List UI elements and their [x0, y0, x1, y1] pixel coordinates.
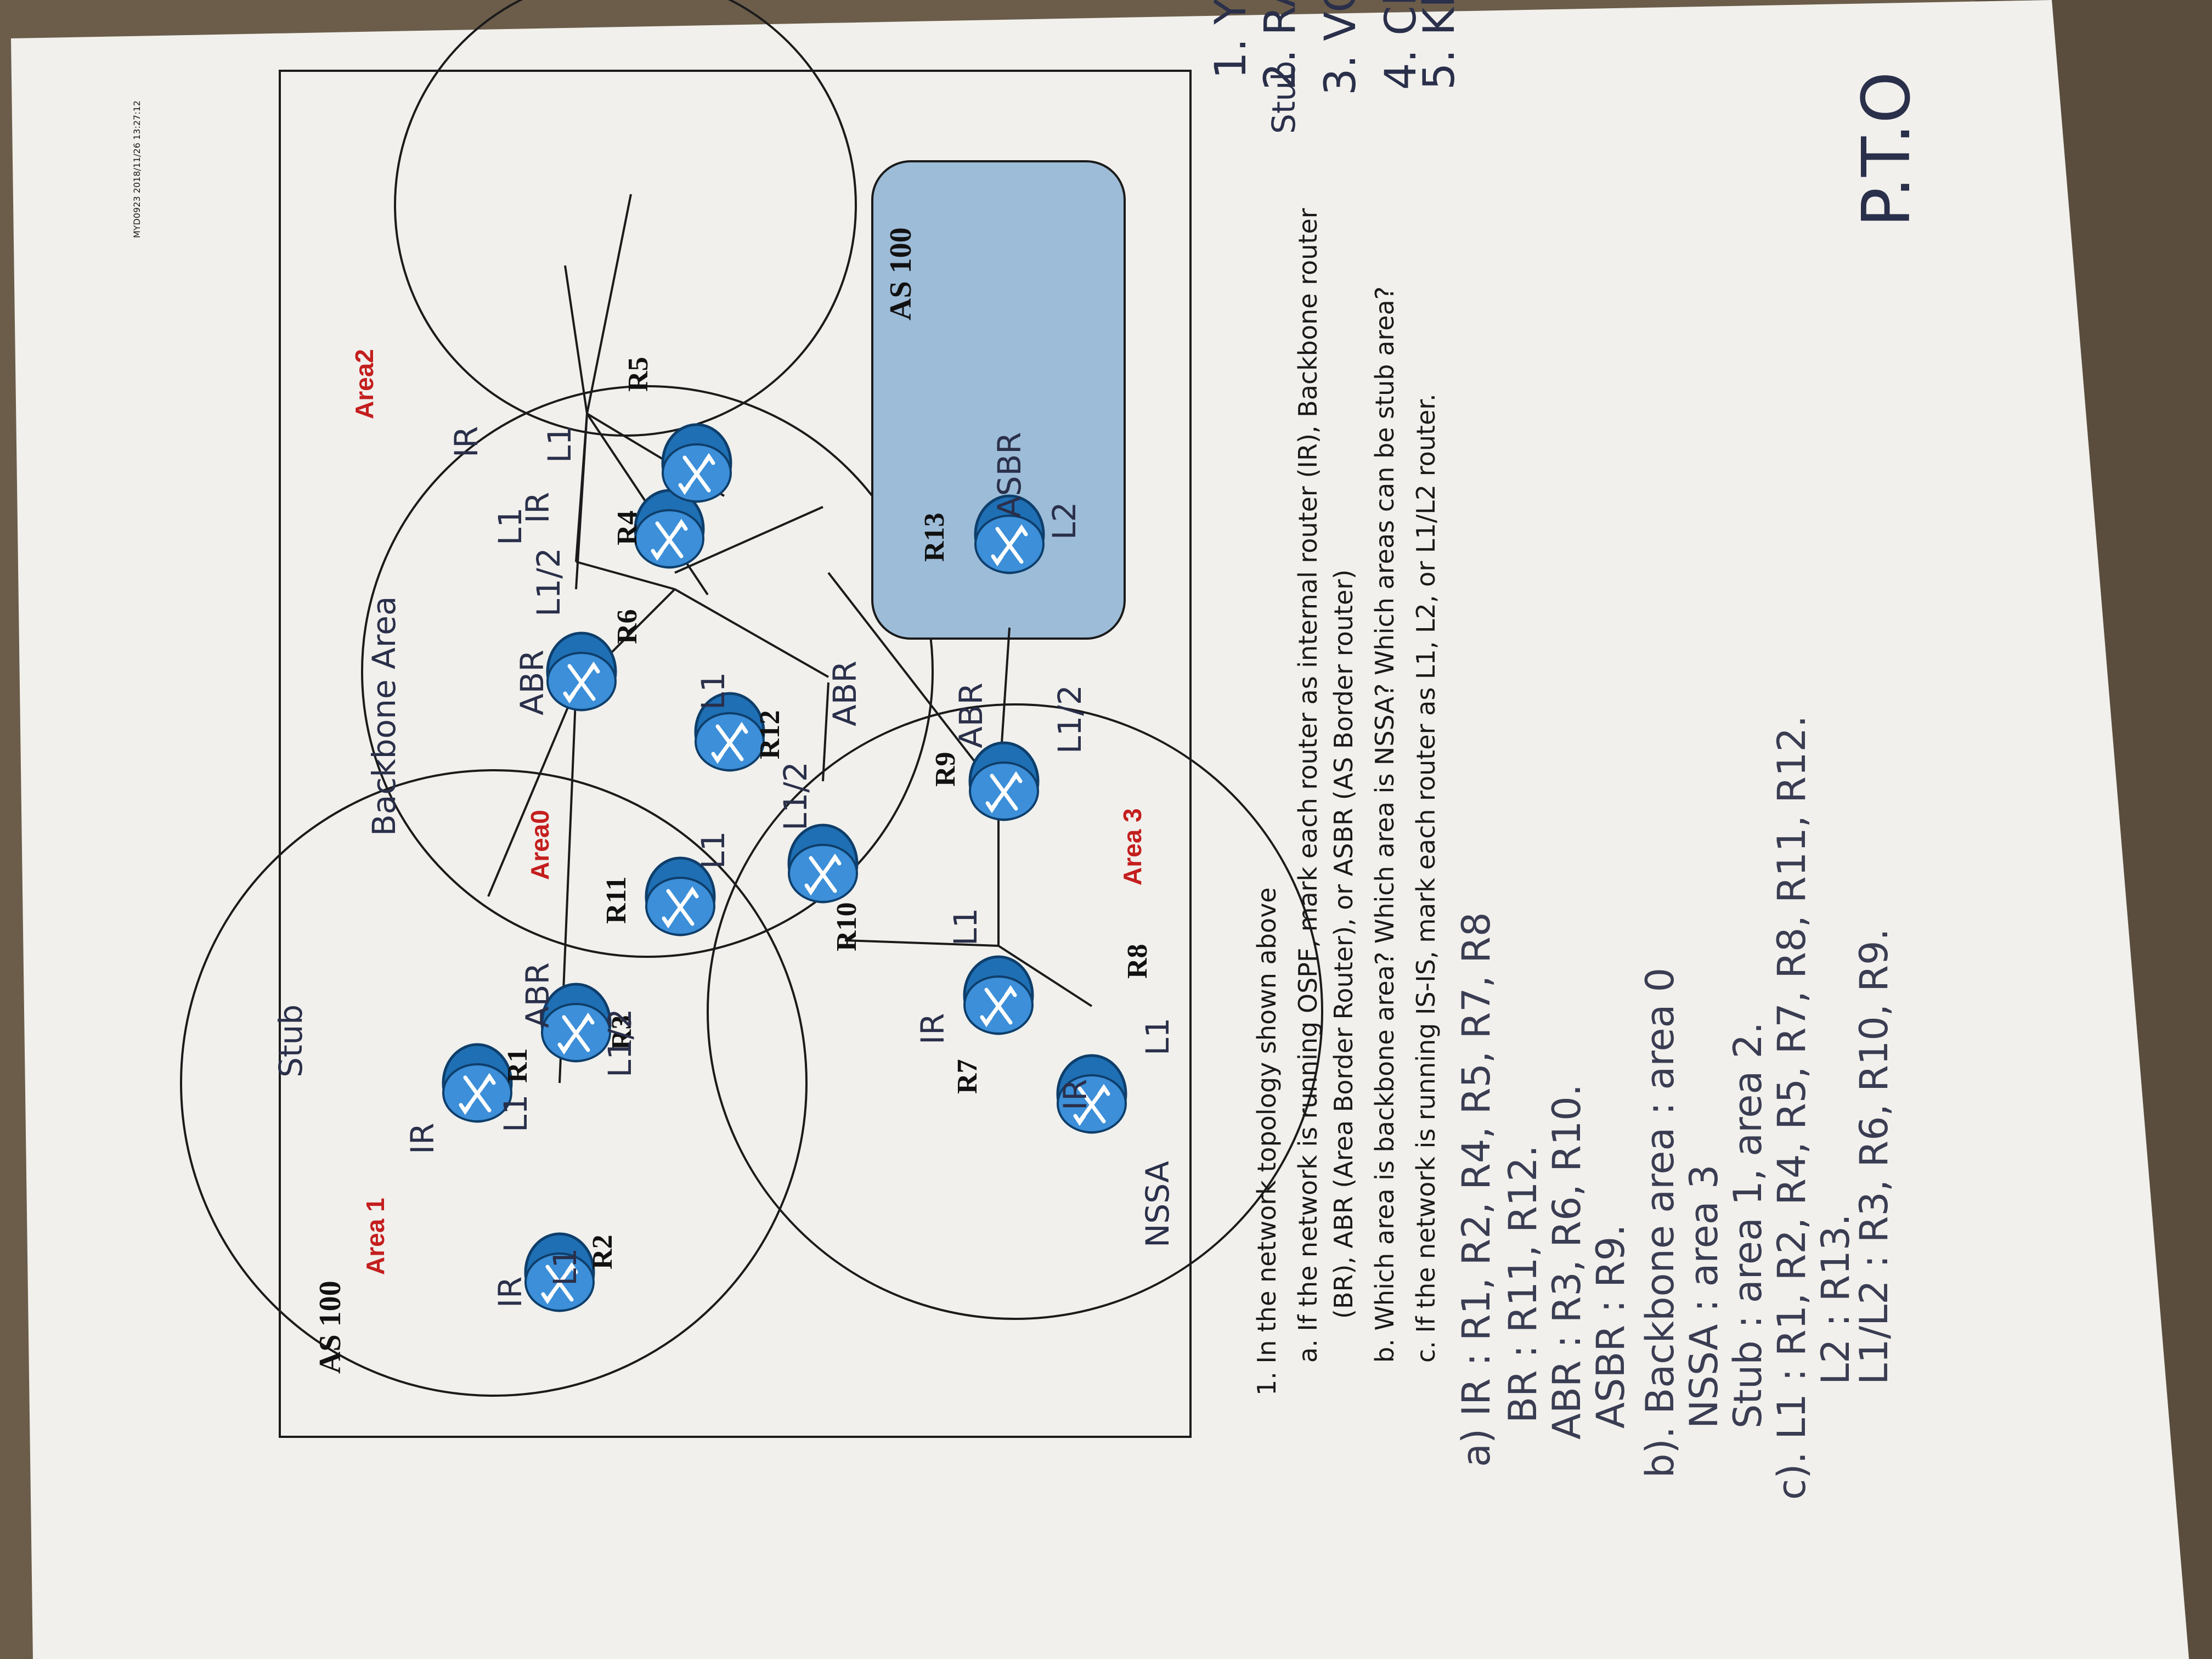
- router-r6: [548, 633, 616, 710]
- answer-abr: ABR : R3, R6, R10.: [1544, 1084, 1589, 1440]
- as100-right-label: AS 100: [884, 227, 918, 320]
- note-l2-r13: L2: [1046, 502, 1083, 540]
- as100-left-label: AS 100: [313, 1280, 347, 1374]
- answer-asbr: ASBR : R9.: [1588, 1224, 1633, 1429]
- answer-l12: L1/L2 : R3, R6, R10, R9.: [1852, 928, 1897, 1385]
- student-names: 1. YUNNAM NARENDRA BABU - 1502011253 2. …: [1206, 0, 1464, 95]
- label-r10: R10: [831, 902, 862, 951]
- area0-label: Area0: [526, 810, 554, 880]
- note-stub-area2: Stub.: [1265, 50, 1302, 134]
- name-1: 1. YUNNAM NARENDRA BABU - 1502011253: [1206, 0, 1256, 79]
- note-nssa: NSSA: [1139, 1161, 1176, 1248]
- note-backbone: Backbone Area: [365, 596, 403, 836]
- router-r11: [646, 858, 714, 935]
- label-r13: R13: [919, 512, 950, 562]
- name-5: 5. Khaja YOUSUFUDDIN - 1502012155: [1415, 0, 1464, 90]
- note-l12-r9: L1/2: [1051, 685, 1088, 754]
- note-l1-r4: L1: [492, 507, 529, 545]
- label-r12: R12: [754, 710, 786, 759]
- note-l12-r6: L1/2: [530, 548, 567, 617]
- note-l12-r3: L1/2: [601, 1008, 639, 1077]
- note-stub-area1: Stub: [272, 1005, 309, 1077]
- label-r6: R6: [612, 609, 643, 644]
- label-r8: R8: [1122, 944, 1153, 979]
- answer-l2: L2 : R13.: [1813, 1214, 1858, 1385]
- note-l1-r5: L1: [541, 425, 578, 463]
- label-r11: R11: [601, 876, 632, 924]
- area1-label: Area 1: [361, 1198, 390, 1275]
- note-ir-r8: IR: [1057, 1079, 1094, 1110]
- label-r4: R4: [612, 510, 643, 545]
- question-a-line2: (BR), ABR (Area Border Router), or ASBR …: [1329, 569, 1358, 1319]
- note-l1-r2: L1: [546, 1248, 584, 1286]
- note-l12-r10: L1/2: [777, 761, 814, 831]
- note-asbr-r13: ASBR: [991, 432, 1028, 518]
- label-r9: R9: [930, 752, 961, 787]
- label-r5: R5: [623, 357, 654, 392]
- note-l1-r8: L1: [1139, 1018, 1176, 1056]
- router-r5: [663, 425, 731, 501]
- router-r10: [789, 825, 857, 902]
- area1-circle: [180, 769, 808, 1397]
- answer-backbone: b). Backbone area : area 0: [1638, 968, 1683, 1478]
- note-abr-r6: ABR: [514, 650, 551, 715]
- answer-br: BR : R11, R12.: [1500, 1145, 1545, 1423]
- as100-box: [871, 160, 1126, 640]
- answer-stub: Stub : area 1, area 2.: [1725, 1022, 1770, 1429]
- label-r1: R1: [502, 1048, 533, 1083]
- note-l1-r7: L1: [947, 908, 984, 946]
- answer-ir: a) IR : R1, R2, R4, R5, R7, R8: [1454, 912, 1499, 1467]
- diagram-frame: [279, 70, 1192, 1438]
- note-ir-r5: IR: [448, 426, 485, 458]
- name-3: 3. VO DOAN QUOC SY 1502011133: [1316, 0, 1365, 95]
- note-ir-r1: IR: [404, 1123, 441, 1154]
- note-ir-r2: IR: [492, 1277, 529, 1308]
- router-r9: [970, 743, 1038, 820]
- name-2: 2. RAJESHKUMAR 1501015315: [1256, 0, 1305, 90]
- area3-circle: [707, 703, 1323, 1320]
- scan-stamp: MYD0923 2018/11/26 13:27:12: [132, 100, 142, 238]
- answer-l1: c). L1 : R1, R2, R4, R5, R7, R8, R11, R1…: [1769, 715, 1814, 1500]
- area2-label: Area2: [350, 349, 379, 419]
- label-r7: R7: [952, 1059, 983, 1094]
- name-4: 4. Chinnot Kanyam. 14 - 1502013620: [1376, 0, 1426, 90]
- pto-note: P.T.O: [1849, 72, 1925, 227]
- question-block: 1. In the network topology shown above a…: [1252, 208, 1441, 1396]
- note-ir-r4: IR: [519, 492, 556, 523]
- network-diagram: AS 100 Area 1 Area0 Area2 Area 3 AS 100 …: [180, 0, 1323, 1438]
- note-abr-r3: ABR: [519, 962, 556, 1028]
- answer-nssa: NSSA : area 3: [1681, 1165, 1726, 1429]
- handwritten-annotations: Stub Stub. Backbone Area NSSA IR IR IR I…: [272, 50, 1302, 1308]
- note-l1-r1: L1: [497, 1094, 534, 1132]
- handwritten-answers: a) IR : R1, R2, R4, R5, R7, R8 BR : R11,…: [1454, 715, 1897, 1500]
- area3-label: Area 3: [1118, 808, 1147, 885]
- router-r7: [964, 957, 1032, 1034]
- note-abr-r9: ABR: [952, 682, 990, 748]
- area0-circle: [361, 385, 934, 958]
- label-r3: R3: [606, 1015, 637, 1050]
- note-l1-r12: L1: [695, 672, 732, 710]
- label-r2: R2: [587, 1234, 618, 1269]
- note-ir-r7: IR: [914, 1013, 951, 1045]
- question-c: c. If the network is running IS-IS, mark…: [1411, 393, 1441, 1363]
- question-a-line1: a. If the network is running OSPF, mark …: [1293, 208, 1323, 1363]
- note-abr-r10: ABR: [826, 661, 864, 726]
- note-l1-r11: L1: [695, 831, 732, 869]
- question-b: b. Which area is backbone area? Which ar…: [1370, 286, 1400, 1363]
- question-intro: 1. In the network topology shown above: [1252, 887, 1282, 1396]
